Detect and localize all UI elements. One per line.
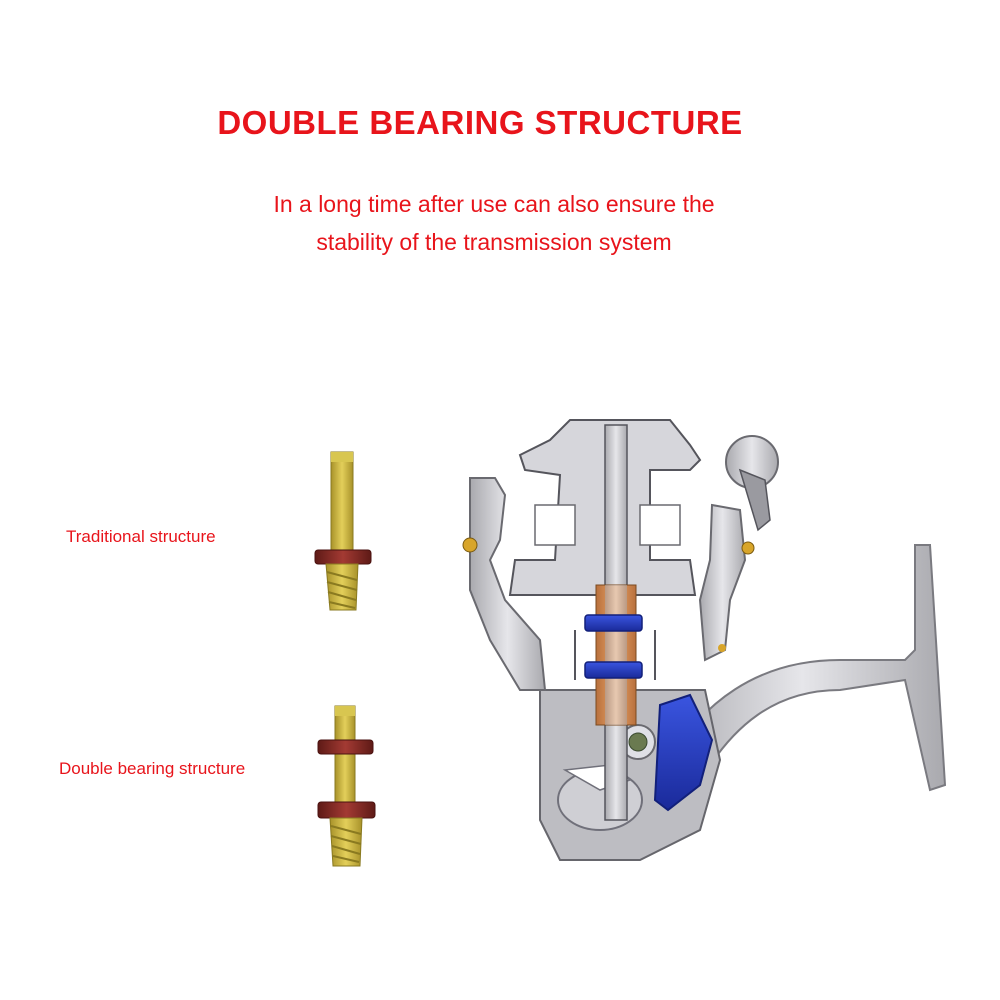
- handle-arm: [658, 544, 947, 802]
- blue-side-plate: [653, 693, 714, 812]
- traditional-shaft: [314, 451, 372, 611]
- gold-screw-left: [462, 537, 478, 553]
- bearing-upper: [317, 739, 374, 755]
- page-title: DOUBLE BEARING STRUCTURE: [217, 104, 743, 141]
- double-bearing-shaft: [317, 705, 376, 867]
- reel-cutaway: [462, 419, 947, 861]
- bearing-single: [314, 549, 372, 565]
- traditional-structure-label: Traditional structure: [66, 527, 216, 546]
- rotor-left: [469, 477, 547, 691]
- subtitle-line-2: stability of the transmission system: [316, 229, 672, 255]
- subtitle-line-1: In a long time after use can also ensure…: [273, 191, 715, 217]
- pinion-gear-double: [329, 817, 363, 867]
- bearing-lower: [317, 801, 376, 819]
- blue-bearing-upper: [584, 614, 643, 632]
- gold-screw-right: [741, 541, 755, 555]
- blue-bearing-lower: [584, 661, 643, 679]
- rotor-right: [698, 503, 747, 662]
- double-bearing-structure-label: Double bearing structure: [59, 759, 246, 778]
